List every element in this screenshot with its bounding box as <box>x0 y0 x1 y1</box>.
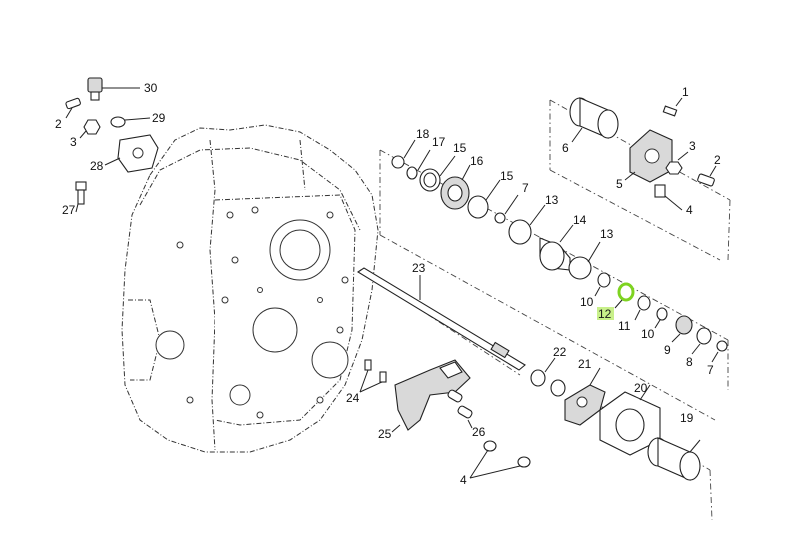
callout-16[interactable]: 16 <box>470 154 484 168</box>
callout-5[interactable]: 5 <box>616 177 623 191</box>
callout-18[interactable]: 18 <box>416 127 430 141</box>
callout-25[interactable]: 25 <box>378 427 392 441</box>
callout-4[interactable]: 4 <box>460 473 467 487</box>
callout-23[interactable]: 23 <box>412 261 426 275</box>
callout-24[interactable]: 24 <box>346 391 360 405</box>
shaft-stack <box>391 139 728 363</box>
fork-assembly <box>359 357 701 481</box>
callout-22[interactable]: 22 <box>553 345 567 359</box>
callout-20[interactable]: 20 <box>634 381 648 395</box>
callout-29[interactable]: 29 <box>152 111 166 125</box>
callout-28[interactable]: 28 <box>90 159 104 173</box>
callout-17[interactable]: 17 <box>432 135 446 149</box>
callout-6[interactable]: 6 <box>562 141 569 155</box>
callout-2[interactable]: 2 <box>714 153 721 167</box>
callout-13[interactable]: 13 <box>545 193 559 207</box>
cover-assembly <box>569 97 717 211</box>
callout-7[interactable]: 7 <box>707 363 714 377</box>
callout-10[interactable]: 10 <box>641 327 655 341</box>
callout-15[interactable]: 15 <box>500 169 514 183</box>
callout-10[interactable]: 10 <box>580 295 594 309</box>
callout-26[interactable]: 26 <box>472 425 486 439</box>
callout-21[interactable]: 21 <box>578 357 592 371</box>
callout-30[interactable]: 30 <box>144 81 158 95</box>
transmission-housing <box>121 124 379 453</box>
shift-rod <box>356 267 526 371</box>
callout-12[interactable]: 12 <box>598 307 612 321</box>
callout-2[interactable]: 2 <box>55 117 62 131</box>
callout-12-highlight <box>597 307 614 320</box>
callout-labels: 1 2 3 4 5 6 7 7 8 9 10 10 11 12 13 13 14… <box>55 81 721 487</box>
callout-19[interactable]: 19 <box>680 411 694 425</box>
callout-3[interactable]: 3 <box>689 139 696 153</box>
callout-27[interactable]: 27 <box>62 203 76 217</box>
callout-9[interactable]: 9 <box>664 343 671 357</box>
callout-8[interactable]: 8 <box>686 355 693 369</box>
callout-14[interactable]: 14 <box>573 213 587 227</box>
sensor-assembly <box>65 77 159 213</box>
callout-13[interactable]: 13 <box>600 227 614 241</box>
highlighted-part-12[interactable] <box>617 282 635 302</box>
callout-1[interactable]: 1 <box>682 85 689 99</box>
callout-7[interactable]: 7 <box>522 181 529 195</box>
callout-4[interactable]: 4 <box>686 203 693 217</box>
callout-15[interactable]: 15 <box>453 141 467 155</box>
callout-3[interactable]: 3 <box>70 135 77 149</box>
callout-11[interactable]: 11 <box>618 319 631 333</box>
